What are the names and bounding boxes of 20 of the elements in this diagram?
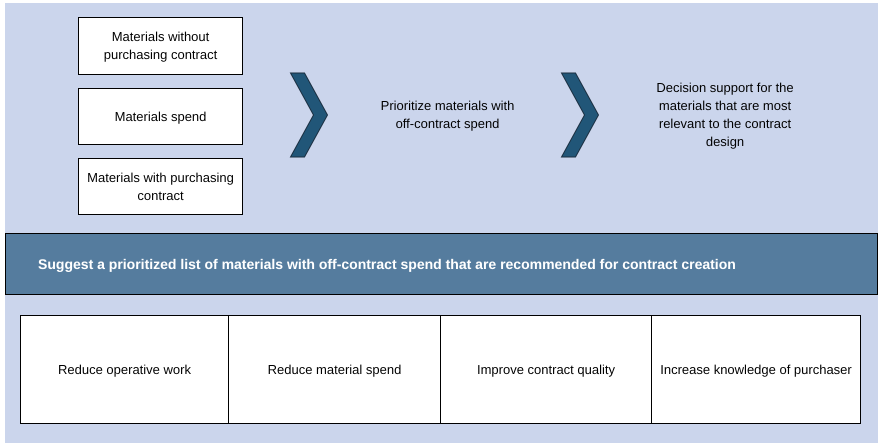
goal-banner — [5, 233, 878, 295]
chevron-arrow — [290, 72, 328, 158]
box-text: Reduce material spend — [268, 360, 402, 378]
process-box — [440, 315, 652, 424]
step-text: Decision support for the materials that are most relevant to the contract design — [655, 79, 795, 151]
box-text: Increase knowledge of purchaser — [660, 360, 852, 378]
process-box — [78, 158, 243, 215]
process-box — [20, 315, 229, 424]
banner-text: Suggest a prioritized list of materials with off-contract spend that are recommended for contract creation — [38, 255, 736, 274]
box-text: Materials with purchasing contract — [86, 168, 235, 204]
box-text: Materials spend — [114, 108, 206, 126]
box-text: Materials without purchasing contract — [102, 28, 218, 64]
chevron-arrow — [560, 72, 600, 158]
process-box — [651, 315, 861, 424]
process-box — [78, 17, 243, 75]
box-text: Improve contract quality — [476, 360, 615, 378]
process-box — [228, 315, 441, 424]
box-text: Reduce operative work — [58, 360, 191, 378]
process-box — [78, 88, 243, 145]
step-text: Prioritize materials with off-contract spend — [380, 97, 516, 133]
